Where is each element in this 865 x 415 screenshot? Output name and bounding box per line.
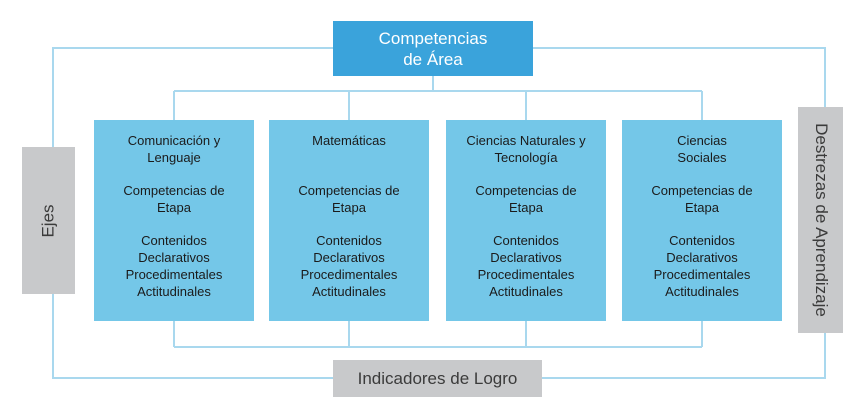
column-competencias: Etapa — [685, 200, 719, 215]
column-title: Ciencias — [677, 133, 727, 148]
column-title: Comunicación y — [127, 133, 221, 148]
column-contenidos: Actitudinales — [312, 284, 386, 299]
column-competencias: Etapa — [509, 200, 543, 215]
column-competencias: Etapa — [157, 200, 191, 215]
column-contenidos: Procedimentales — [477, 267, 575, 282]
column-ciencias-naturales: Ciencias Naturales y Tecnología Competen… — [446, 120, 606, 321]
column-contenidos: Procedimentales — [300, 267, 398, 282]
column-contenidos: Procedimentales — [125, 267, 223, 282]
column-competencias: Competencias de — [298, 183, 400, 198]
destrezas-box: Destrezas de Aprendizaje — [798, 107, 843, 333]
column-contenidos: Procedimentales — [653, 267, 751, 282]
column-contenidos: Declarativos — [666, 250, 738, 265]
column-competencias: Competencias de — [475, 183, 577, 198]
column-title: Sociales — [677, 150, 727, 165]
column-contenidos: Contenidos — [141, 233, 207, 248]
column-competencias: Etapa — [332, 200, 366, 215]
column-contenidos: Contenidos — [669, 233, 735, 248]
column-contenidos: Contenidos — [316, 233, 382, 248]
column-contenidos: Actitudinales — [665, 284, 739, 299]
column-contenidos: Declarativos — [313, 250, 385, 265]
ejes-box: Ejes — [22, 147, 75, 294]
column-competencias: Competencias de — [123, 183, 225, 198]
column-comunicacion: Comunicación y Lenguaje Competencias de … — [94, 120, 254, 321]
column-title: Lenguaje — [147, 150, 201, 165]
indicadores-label: Indicadores de Logro — [357, 368, 518, 388]
column-contenidos: Actitudinales — [137, 284, 211, 299]
top-box-line1: Competencias — [378, 28, 488, 48]
ejes-label: Ejes — [38, 203, 58, 238]
column-ciencias-sociales: Ciencias Sociales Competencias de Etapa … — [622, 120, 782, 321]
column-title: Ciencias Naturales y — [466, 133, 586, 148]
column-title: Tecnología — [494, 150, 558, 165]
competencias-area-box: Competencias de Área — [333, 21, 533, 76]
top-box-line2: de Área — [403, 49, 463, 69]
column-matematicas: Matemáticas Competencias de Etapa Conten… — [269, 120, 429, 321]
column-contenidos: Declarativos — [490, 250, 562, 265]
column-contenidos: Actitudinales — [489, 284, 563, 299]
column-contenidos: Declarativos — [138, 250, 210, 265]
destrezas-label: Destrezas de Aprendizaje — [811, 123, 831, 317]
column-title: Matemáticas — [312, 133, 386, 148]
column-contenidos: Contenidos — [493, 233, 559, 248]
indicadores-box: Indicadores de Logro — [333, 360, 542, 397]
column-competencias: Competencias de — [651, 183, 753, 198]
column-title-spacer — [269, 149, 429, 166]
